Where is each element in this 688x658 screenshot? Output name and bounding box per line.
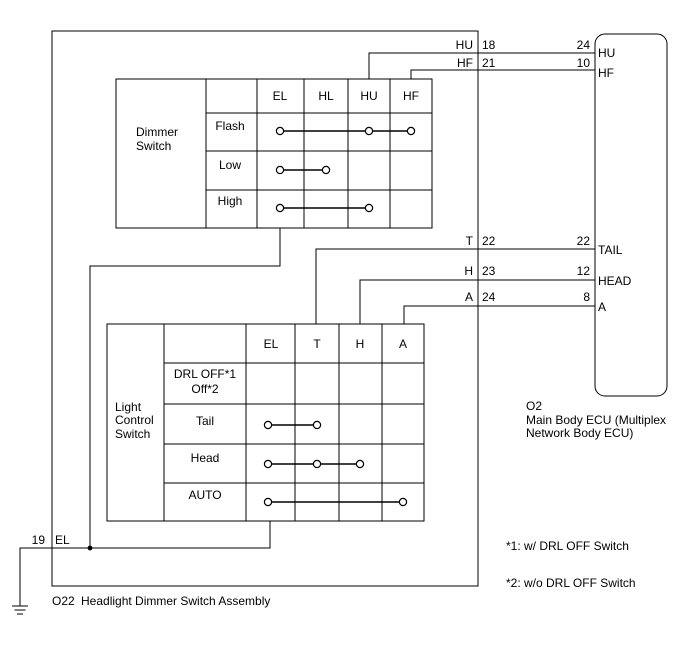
ecu-terminal-hu: HU [598,46,615,60]
dimmer-switch-table: Dimmer Switch EL HL HU HF Flash Low High [115,78,433,229]
light-row-head: Head [191,451,220,465]
ground-icon [12,605,28,615]
wire-h [359,279,595,324]
wire-hf-right-pin: 10 [577,56,591,70]
light-col-t: T [313,337,321,351]
ecu-box [594,33,668,397]
dimmer-title-2: Switch [136,139,171,153]
note-1: *1: w/ DRL OFF Switch [506,539,629,553]
light-col-h: H [356,337,365,351]
ground-pin-num: 19 [32,533,46,547]
wire-a-right-pin: 8 [583,290,590,304]
wire-a [403,305,595,324]
wire-hu [368,52,595,79]
ecu-terminal-hf: HF [598,66,614,80]
ecu-terminal-head: HEAD [598,274,632,288]
dimmer-row-flash: Flash [215,119,244,133]
light-control-switch-table: Light Control Switch EL T H A DRL OFF*1 … [106,323,425,522]
light-tail-connection [263,420,322,430]
wire-t-left-pin: 22 [482,234,496,248]
dimmer-flash-connection [275,126,416,136]
dimmer-col-hf: HF [403,89,419,103]
wire-hu-right-pin: 24 [577,38,591,52]
assembly-box [51,30,479,587]
light-title-2: Control [115,413,154,427]
ecu-terminal-a: A [598,300,606,314]
dimmer-title-1: Dimmer [136,125,178,139]
wire-light-el [19,521,271,606]
light-title-1: Light [115,400,142,414]
dimmer-col-el: EL [273,89,288,103]
dimmer-row-low: Low [219,158,241,172]
dimmer-high-connection [275,203,374,213]
light-col-a: A [399,337,407,351]
junction-dot [87,545,93,551]
wire-hf [410,69,595,79]
wire-h-right-pin: 12 [577,264,591,278]
light-row-drl-off: DRL OFF*1 [174,367,237,381]
dimmer-low-connection [275,165,331,175]
light-auto-connection [263,497,408,507]
light-head-connection [263,459,365,469]
light-row-auto: AUTO [188,488,221,502]
wire-t-right-pin: 22 [577,234,591,248]
wire-t-name: T [466,234,474,248]
note-2: *2: w/o DRL OFF Switch [506,576,636,590]
light-col-el: EL [264,337,279,351]
ecu-name-2: Network Body ECU) [526,426,633,440]
wire-t [315,248,595,324]
light-row-off: Off*2 [191,382,218,396]
ecu-terminal-tail: TAIL [598,243,623,257]
dimmer-col-hu: HU [360,89,377,103]
wire-hf-name: HF [457,56,473,70]
ecu-code: O2 [526,399,542,413]
light-title-3: Switch [115,427,150,441]
dimmer-row-high: High [218,194,243,208]
ground-pin-name: EL [55,533,70,547]
wire-a-name: A [465,290,473,304]
light-row-tail: Tail [196,414,214,428]
dimmer-col-hl: HL [318,89,334,103]
ecu-name-1: Main Body ECU (Multiplex [526,413,666,427]
wire-hu-name: HU [456,38,473,52]
assembly-code: O22 [52,594,75,608]
wire-dimmer-el [89,228,281,548]
wire-hf-left-pin: 21 [482,56,496,70]
wire-a-left-pin: 24 [482,290,496,304]
wire-hu-left-pin: 18 [482,38,496,52]
wire-h-name: H [464,264,473,278]
assembly-name: Headlight Dimmer Switch Assembly [81,594,270,608]
wire-h-left-pin: 23 [482,264,496,278]
